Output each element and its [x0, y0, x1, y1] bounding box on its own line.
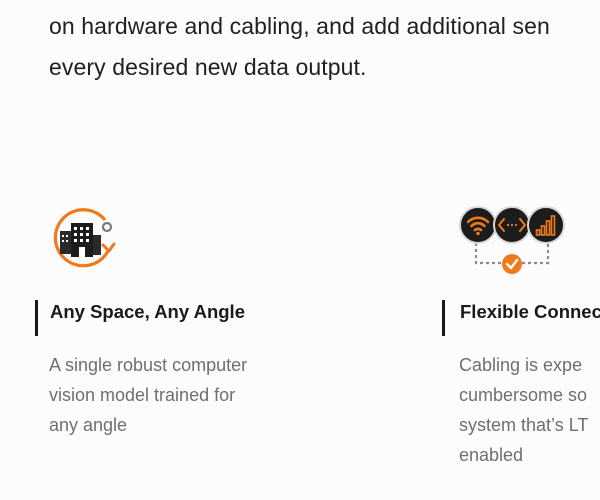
- buildings-rotate-icon: [47, 205, 123, 280]
- desc-line: system that’s LT: [459, 415, 589, 435]
- feature-description: Cabling is expe cumbersome so system tha…: [459, 350, 600, 470]
- feature-title: Flexible Connec: [442, 300, 600, 336]
- desc-line: cumbersome so: [459, 385, 588, 405]
- intro-line-2: every desired new data output.: [49, 54, 367, 80]
- desc-line: A single robust computer: [49, 355, 248, 375]
- desc-line: any angle: [49, 415, 128, 435]
- connectivity-icon: [458, 205, 568, 282]
- intro-line-1: on hardware and cabling, and add additio…: [49, 13, 550, 39]
- desc-line: enabled: [459, 445, 524, 465]
- desc-line: Cabling is expe: [459, 355, 583, 375]
- desc-line: vision model trained for: [49, 385, 236, 405]
- feature-title: Any Space, Any Angle: [35, 300, 245, 336]
- feature-description: A single robust computer vision model tr…: [49, 350, 289, 440]
- intro-paragraph: on hardware and cabling, and add additio…: [49, 6, 600, 88]
